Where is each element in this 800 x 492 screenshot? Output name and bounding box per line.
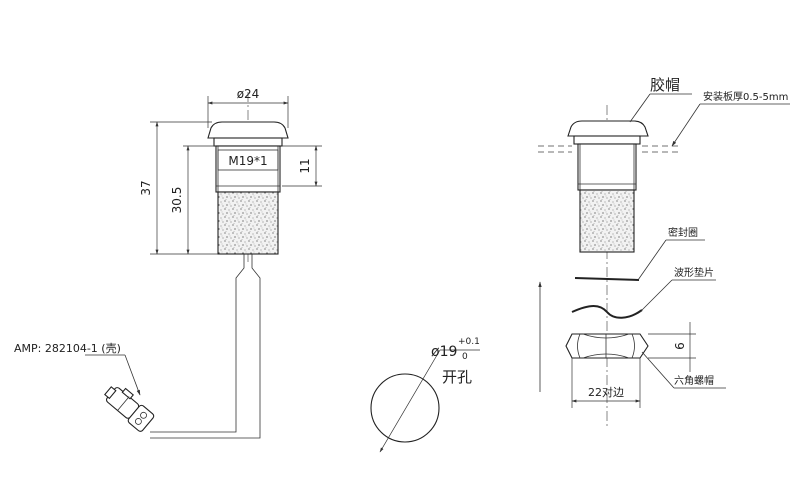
- right-thread-body: [577, 143, 637, 191]
- wave-washer: [571, 305, 643, 319]
- mounting-hole-circle: [370, 373, 440, 443]
- hole-tolerance-upper: +0.1: [458, 337, 480, 347]
- left-thread-body: [215, 145, 281, 193]
- thread-label-box: [217, 149, 279, 171]
- dim-head-diameter: ø24: [237, 87, 260, 101]
- dim-nut-height: 6: [673, 342, 687, 350]
- panel-thickness-label: 安装板厚0.5-5mm: [703, 90, 788, 103]
- connector-label: AMP: 282104-1 (壳): [14, 341, 121, 355]
- dim-nut-size: 22对边: [588, 385, 624, 399]
- amp-connector: [104, 386, 155, 432]
- connector-leader: [124, 354, 141, 396]
- left-assembled-view: M19*1 ø24 11 37 30.5: [14, 87, 322, 439]
- dim-thread-length: 11: [298, 158, 312, 173]
- hole-diameter: ø19: [431, 344, 457, 360]
- seal-ring: [574, 277, 640, 281]
- wave-washer-label: 波形垫片: [674, 266, 714, 279]
- cable-wire-2: [150, 254, 261, 439]
- right-flange: [573, 135, 641, 145]
- mounting-hole-leader: [379, 349, 441, 453]
- hole-tolerance-lower: 0: [462, 352, 468, 362]
- seal-ring-label: 密封圈: [668, 226, 698, 239]
- right-cap-head: [567, 120, 649, 137]
- dim-body-height: 30.5: [170, 187, 184, 214]
- hex-nut: [565, 333, 649, 359]
- right-potting-section: [579, 189, 635, 253]
- thread-label: M19*1: [228, 154, 267, 168]
- left-potting-section: [217, 191, 279, 255]
- left-cap-head: [207, 121, 289, 139]
- left-flange: [213, 137, 283, 147]
- cable-wire-1: [150, 254, 245, 433]
- right-exploded-view: 胶帽 安装板厚0.5-5mm 密封圈 波形垫片 6: [538, 76, 790, 428]
- dim-overall-height: 37: [139, 180, 153, 195]
- hex-nut-label: 六角螺帽: [674, 374, 714, 387]
- mounting-hole-label: 开孔: [442, 368, 472, 386]
- mounting-hole-view: ø19 +0.1 0 开孔: [370, 337, 480, 453]
- cap-label: 胶帽: [650, 76, 680, 94]
